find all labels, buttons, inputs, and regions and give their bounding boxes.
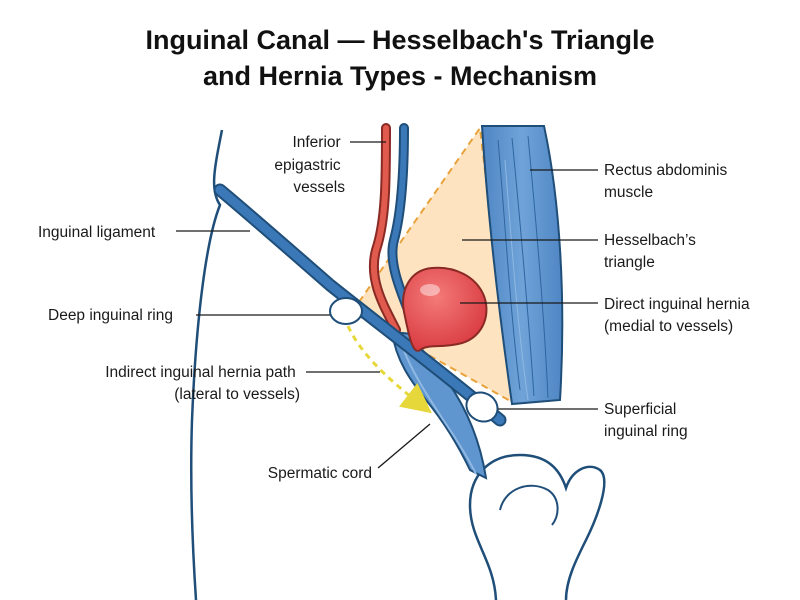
title-line-2: and Hernia Types - Mechanism (202, 61, 598, 91)
title-line-1: Inguinal Canal — Hesselbach's Triangle (145, 25, 655, 55)
label-deep-inguinal-ring: Deep inguinal ring (48, 307, 173, 324)
diagram-title: Inguinal Canal — Hesselbach's Triangle a… (0, 22, 800, 94)
label-superficial-inguinal-ring: Superficial inguinal ring (604, 401, 688, 440)
label-inguinal-ligament: Inguinal ligament (38, 224, 156, 241)
direct-inguinal-hernia (402, 266, 488, 352)
label-inferior-epigastric-vessels: Inferior epigastric vessels (274, 134, 345, 196)
label-indirect-hernia-path: Indirect inguinal hernia path (lateral t… (105, 364, 300, 403)
deep-inguinal-ring (329, 297, 363, 325)
label-rectus-abdominis-muscle: Rectus abdominis muscle (604, 162, 732, 201)
superficial-inguinal-ring (465, 391, 499, 423)
indirect-hernia-path (346, 325, 432, 414)
label-spermatic-cord: Spermatic cord (268, 465, 372, 482)
pelvic-outline (468, 453, 606, 600)
label-hesselbachs-triangle: Hesselbach’s triangle (604, 232, 700, 271)
label-direct-inguinal-hernia: Direct inguinal hernia (medial to vessel… (604, 296, 754, 335)
